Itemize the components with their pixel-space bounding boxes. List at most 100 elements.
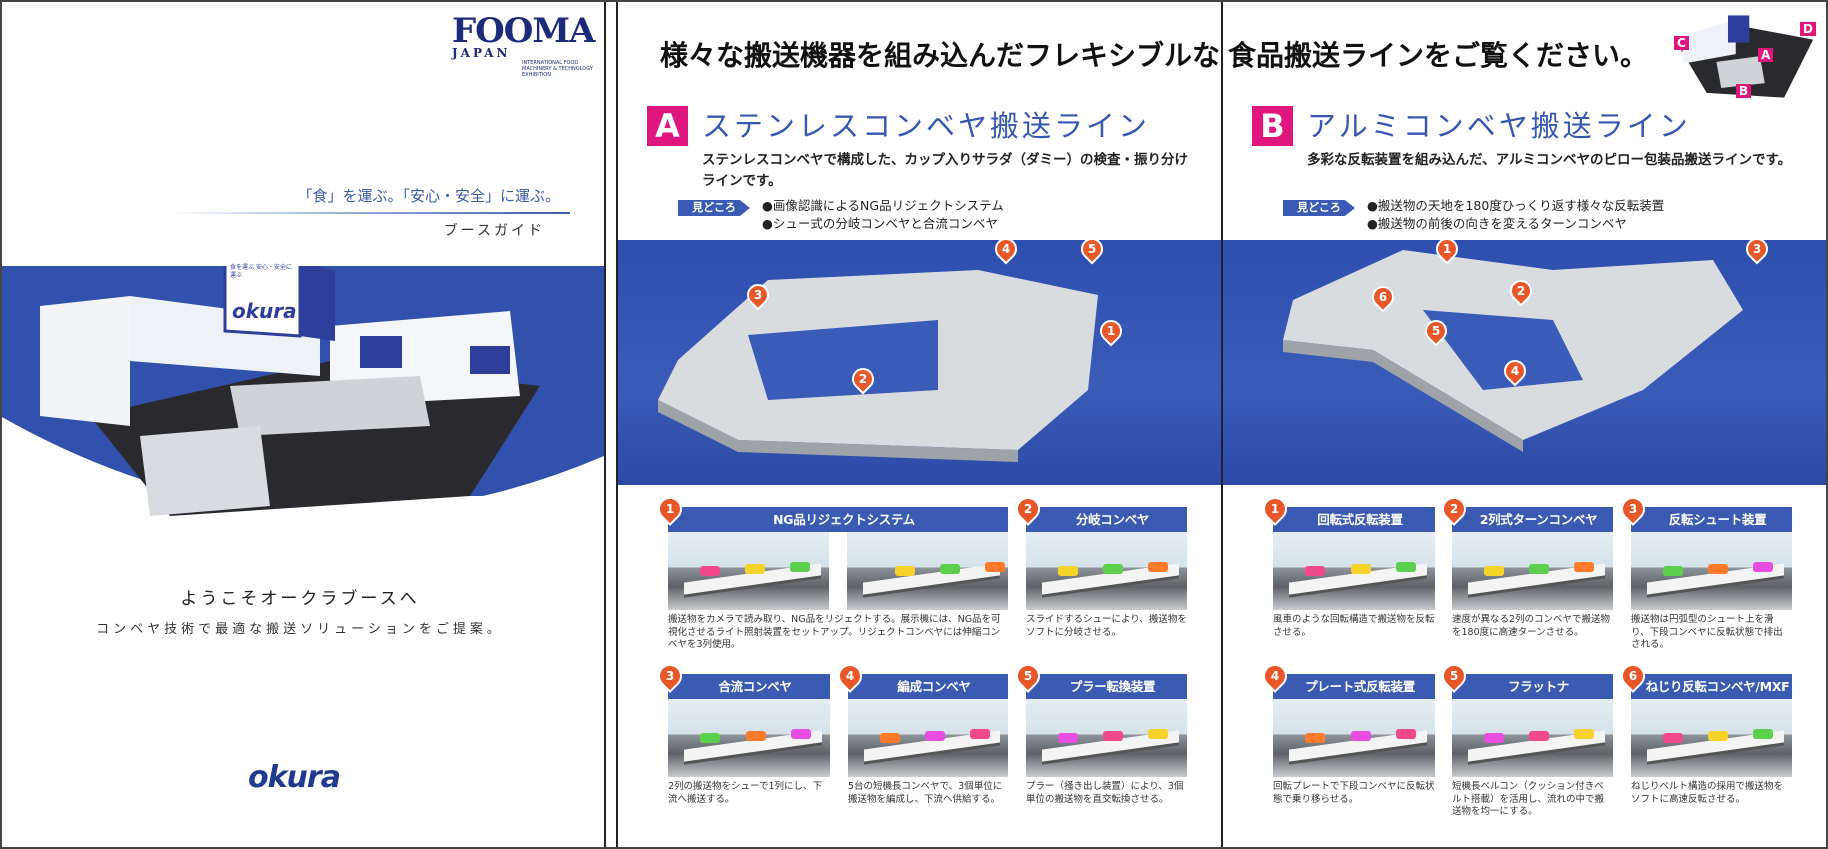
product-item: [1484, 733, 1505, 744]
product-item: [1574, 728, 1595, 739]
feature-photo: [1631, 532, 1792, 610]
marker-number: 3: [753, 288, 763, 302]
map-label-c: C: [1674, 36, 1689, 50]
welcome-heading: ようこそオークラブースへ: [180, 589, 420, 609]
okura-logo: okura: [248, 760, 341, 795]
spread-headline-right: 食品搬送ラインをご覧ください。: [1228, 39, 1649, 72]
feature-number: 5: [1449, 669, 1459, 683]
conveyor-line-render: [1283, 250, 1743, 452]
feature-photo: [1631, 699, 1792, 777]
cover-page: FOOMA JAPAN INTERNATIONAL FOOD MACHINERY…: [0, 0, 604, 849]
fooma-logo-subtitle: INTERNATIONAL FOOD MACHINERY & TECHNOLOG…: [522, 60, 593, 78]
feature-photo: [1026, 699, 1187, 777]
feature-card-title: 2列式ターンコンベヤ: [1452, 507, 1613, 532]
feature-photo: [1273, 699, 1435, 777]
product-item: [1148, 561, 1169, 572]
tagline-rule: [170, 212, 570, 214]
fooma-logo: FOOMA: [452, 11, 595, 51]
product-item: [1663, 566, 1684, 577]
section-title: アルミコンベヤ搬送ライン: [1307, 109, 1691, 143]
feature-card-title: フラットナ: [1452, 674, 1613, 699]
feature-card-title: 分岐コンベヤ: [1026, 507, 1187, 532]
product-item: [745, 563, 766, 574]
product-item: [1708, 730, 1729, 741]
feature-photo: [1026, 532, 1187, 610]
feature-caption: 回転プレートで下段コンベヤに反転状態で乗り移らせる。: [1273, 781, 1435, 805]
feature-card-title: 編成コンベヤ: [848, 674, 1008, 699]
page-divider: [616, 0, 618, 849]
product-item: [1529, 730, 1550, 741]
product-item: [1484, 566, 1505, 577]
map-label-b: B: [1736, 84, 1752, 98]
product-item: [940, 563, 961, 574]
feature-photo: [1452, 532, 1613, 610]
feature-photo: [1273, 532, 1435, 610]
product-item: [1396, 728, 1417, 739]
product-item: [1148, 728, 1169, 739]
feature-caption: 速度が異なる2列のコンベヤで搬送物を180度に高速ターンさせる。: [1452, 614, 1611, 638]
section-description-cont: ラインです。: [702, 173, 782, 189]
booth-cube-text: 食を運ぶ 安心・安全に運ぶ: [230, 264, 292, 279]
marker-number: 1: [1106, 324, 1116, 338]
feature-card-title: NG品リジェクトシステム: [668, 507, 1008, 532]
feature-card-title: 回転式反転装置: [1273, 507, 1435, 532]
highlight-bullet: ●画像認識によるNG品リジェクトシステム: [762, 198, 1004, 213]
product-item: [700, 733, 721, 744]
product-item: [924, 730, 945, 741]
product-item: [791, 728, 812, 739]
product-item: [1708, 563, 1729, 574]
feature-number: 1: [665, 502, 675, 516]
feature-number: 4: [845, 669, 855, 683]
product-item: [1305, 733, 1326, 744]
product-item: [1058, 566, 1079, 577]
feature-caption: プラー（掻き出し装置）により、3個単位の搬送物を直交転換させる。: [1026, 781, 1184, 805]
product-item: [1058, 733, 1079, 744]
product-item: [880, 733, 900, 744]
feature-card-title: プレート式反転装置: [1273, 674, 1435, 699]
feature-number: 2: [1449, 502, 1459, 516]
product-item: [700, 566, 721, 577]
marker-number: 5: [1431, 324, 1441, 338]
feature-number: 5: [1023, 669, 1033, 683]
fooma-logo-japan: JAPAN: [452, 46, 511, 60]
feature-photo: [847, 532, 1008, 610]
marker-number: 2: [858, 372, 868, 386]
feature-number: 2: [1023, 502, 1033, 516]
feature-caption: ねじりベルト構造の採用で搬送物をソフトに高速反転させる。: [1631, 781, 1784, 805]
booth-illustration: [0, 266, 604, 556]
feature-photo: [668, 699, 830, 777]
page-divider: [604, 0, 606, 849]
feature-card-title: ねじり反転コンベヤ/MXF: [1631, 674, 1792, 699]
feature-caption: 搬送物は円弧型のシュート上を滑り、下段コンベヤに反転状態で排出される。: [1631, 614, 1783, 650]
feature-caption: 短機長ベルコン（クッション付きベルト搭載）を活用し、流れの中で搬送物を均一にする…: [1452, 781, 1605, 817]
product-item: [1396, 561, 1417, 572]
product-item: [790, 561, 811, 572]
feature-card-title: 合流コンベヤ: [668, 674, 830, 699]
page-divider: [1221, 0, 1223, 849]
feature-photo: [1452, 699, 1613, 777]
feature-caption: 風車のような回転構造で搬送物を反転させる。: [1273, 614, 1435, 638]
feature-caption: スライドするシューにより、搬送物をソフトに分岐させる。: [1026, 614, 1187, 638]
feature-photo: [848, 699, 1008, 777]
product-item: [1574, 561, 1595, 572]
section-description: 多彩な反転装置を組み込んだ、アルミコンベヤのピロー包装品搬送ラインです。: [1307, 152, 1792, 168]
product-item: [1350, 563, 1371, 574]
product-item: [985, 561, 1006, 572]
spread-headline-left: 様々な搬送機器を組み込んだフレキシブルな: [659, 39, 1220, 72]
feature-number: 4: [1270, 669, 1280, 683]
product-item: [1305, 566, 1326, 577]
highlight-tag: 見どころ: [678, 200, 750, 216]
product-item: [1529, 563, 1550, 574]
product-item: [969, 728, 990, 739]
highlight-bullet: ●搬送物の天地を180度ひっくり返す様々な反転装置: [1367, 198, 1665, 213]
product-item: [1753, 561, 1774, 572]
feature-caption: 5台の短機長コンベヤで、3個単位に搬送物を編成し、下流へ供給する。: [848, 781, 1003, 805]
marker-number: 4: [1001, 242, 1011, 256]
feature-number: 1: [1270, 502, 1280, 516]
feature-card-title: 反転シュート装置: [1631, 507, 1792, 532]
section-badge: A: [647, 106, 688, 146]
conveyor-line-render: [658, 270, 1098, 462]
feature-caption: 2列の搬送物をシューで1列にし、下流へ搬送する。: [668, 781, 823, 805]
marker-number: 2: [1516, 284, 1526, 298]
conveyor-belt: [863, 562, 1000, 595]
